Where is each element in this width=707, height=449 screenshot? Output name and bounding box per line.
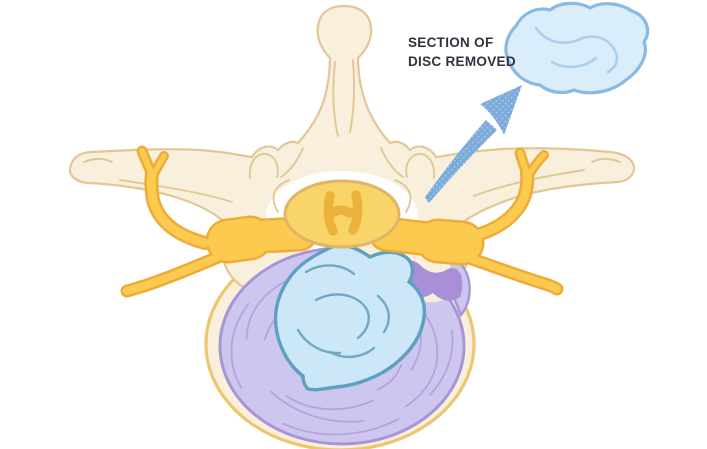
disc-nucleus (273, 243, 427, 392)
nerve-branch-lower-right (454, 250, 561, 293)
label-line-1: SECTION OF (408, 35, 494, 50)
bone-detail-lines (83, 59, 621, 213)
nucleus-detail-lines (296, 264, 390, 359)
nerve-branch-lower-left (123, 248, 234, 295)
removed-disc-piece (504, 1, 650, 95)
spinal-nerves (120, 145, 564, 298)
spinal-cord-gray-matter (323, 190, 363, 236)
callout-label: SECTION OF DISC REMOVED (408, 35, 516, 69)
ganglion-right (418, 221, 482, 263)
removed-piece-detail-lines (534, 26, 619, 74)
ganglion-left (208, 218, 270, 261)
callout-arrow-icon (425, 85, 522, 203)
nerve-cores (123, 148, 561, 295)
vertebra-bone-arch (68, 4, 636, 294)
label-line-2: DISC REMOVED (408, 54, 516, 69)
